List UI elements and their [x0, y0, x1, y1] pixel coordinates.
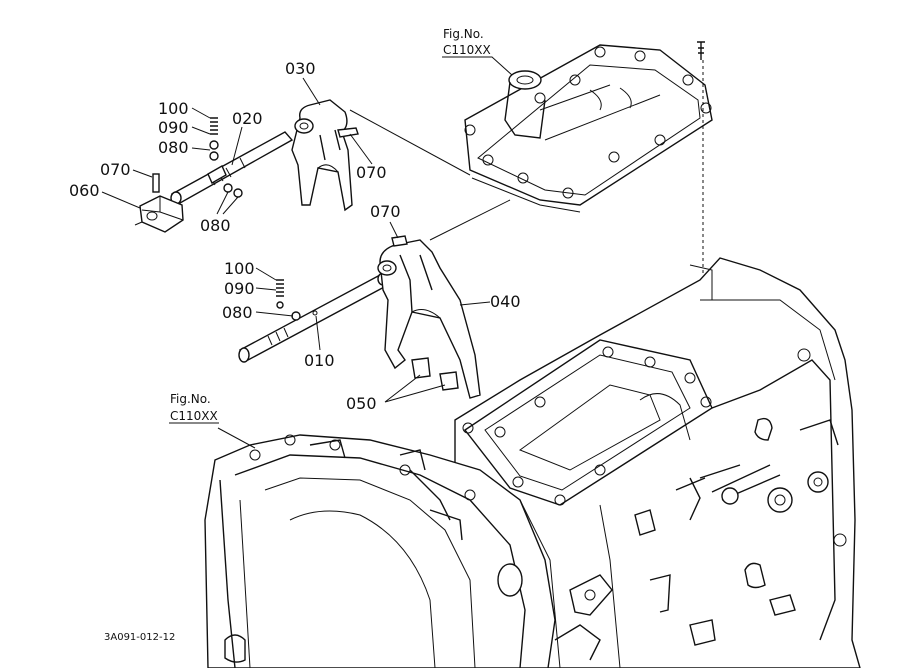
fig-ref-top-label: Fig.No.: [443, 27, 484, 41]
assembly-lines: [349, 109, 511, 241]
callout-100-top: 100: [158, 99, 189, 118]
leader-lines: [101, 77, 491, 449]
shift-fork-040: [377, 235, 481, 399]
shift-rod-010: [238, 272, 390, 363]
callout-070-top-left: 070: [100, 160, 131, 179]
callout-060: 060: [69, 181, 100, 200]
fig-ref-top: Fig.No. C110XX: [442, 27, 513, 76]
pin-070-left: [152, 173, 160, 193]
detent-set-lower: [276, 279, 301, 321]
callout-090-top: 090: [158, 118, 189, 137]
callout-070-fork: 070: [356, 163, 387, 182]
transmission-case: [454, 257, 861, 668]
callout-050: 050: [346, 394, 377, 413]
callout-010: 010: [304, 351, 335, 370]
pin-070-fork: [337, 127, 359, 138]
shift-rod-020: [170, 131, 294, 205]
cover-bolts: [464, 46, 712, 199]
callout-080-top: 080: [158, 138, 189, 157]
block-060: [134, 195, 184, 233]
callout-070-mid: 070: [370, 202, 401, 221]
fig-ref-left: Fig.No. C110XX: [169, 392, 219, 424]
detent-set-upper: [209, 117, 219, 161]
callout-080-mid: 080: [200, 216, 231, 235]
callout-080-low: 080: [222, 303, 253, 322]
callout-020: 020: [232, 109, 263, 128]
callout-labels: 030 020 100 090 080 070 060 080 070 070 …: [69, 59, 521, 413]
callout-100-low: 100: [224, 259, 255, 278]
callout-090-low: 090: [224, 279, 255, 298]
fig-ref-left-code: C110XX: [170, 409, 218, 423]
top-cover: [464, 44, 713, 213]
fig-ref-top-code: C110XX: [443, 43, 491, 57]
callout-030: 030: [285, 59, 316, 78]
slippers-050: [411, 357, 459, 391]
clutch-housing: [204, 434, 556, 668]
shift-fork-030: [291, 99, 353, 212]
drawing-code: 3A091-012-12: [104, 632, 175, 643]
fig-ref-left-label: Fig.No.: [170, 392, 211, 406]
callout-040: 040: [490, 292, 521, 311]
